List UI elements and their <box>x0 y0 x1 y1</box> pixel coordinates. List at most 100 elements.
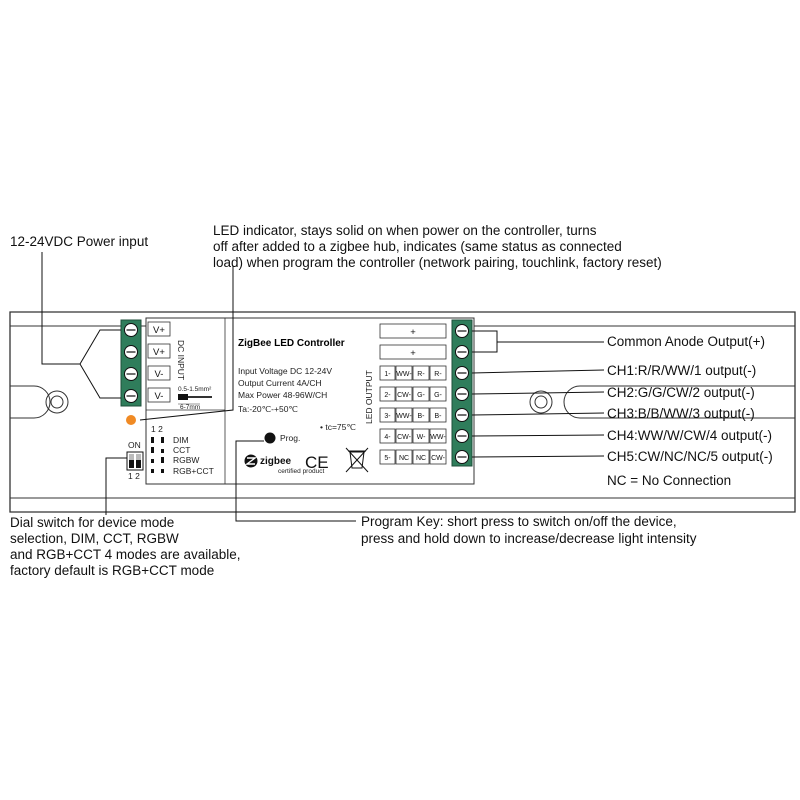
output-cell-ch1-col2: WW- <box>396 371 412 378</box>
mode-switch-symbols <box>151 437 164 473</box>
output-cell-frame <box>429 386 447 402</box>
ch3-annotation: CH3:B/B/WW/3 output(-) <box>607 406 755 421</box>
output-cell-frame <box>429 365 447 381</box>
input-terminal-labels: V+ V+ V- V- <box>147 321 171 403</box>
output-cell-ch2-col1: 2- <box>384 392 391 399</box>
mode-rgb-cct: RGB+CCT <box>173 466 214 476</box>
led-indicator <box>126 415 136 425</box>
output-plus-2: + <box>410 348 416 359</box>
tc-rating: • tc=75℃ <box>320 422 356 432</box>
input-terminal-block <box>120 319 142 407</box>
output-cell-frame <box>412 407 430 423</box>
wire-strip-icon <box>178 394 212 405</box>
output-cell-frame <box>412 365 430 381</box>
input-terminal-v-minus-2: V- <box>155 391 164 402</box>
input-terminal-v-plus-2: V+ <box>153 347 165 358</box>
output-cell-frame <box>379 428 396 444</box>
output-cell-frame <box>379 386 396 402</box>
output-cell-ch1-col3: R- <box>417 371 425 378</box>
input-terminal-v-minus-1: V- <box>155 369 164 380</box>
dial-switch-annotation-line1: Dial switch for device mode <box>10 515 174 530</box>
output-cell-ch1-col4: R- <box>434 371 442 378</box>
dc-input-label: DC INPUT <box>176 340 186 380</box>
dial-switch-annotation-line4: factory default is RGB+CCT mode <box>10 563 214 578</box>
output-cell-ch3-col3: B- <box>418 413 426 420</box>
dip-numbers: 1 2 <box>128 471 140 481</box>
dip-on-label: ON <box>128 440 141 450</box>
output-cell-ch5-col1: 5- <box>384 455 391 462</box>
led-output-label: LED OUTPUT <box>364 370 374 424</box>
output-plus-1: + <box>410 327 416 338</box>
output-cell-ch5-col2: NC <box>399 455 409 462</box>
nc-note: NC = No Connection <box>607 473 731 488</box>
output-cell-ch3-col1: 3- <box>384 413 391 420</box>
left-mount-hole <box>10 385 69 419</box>
output-cell-frame <box>395 449 413 465</box>
common-anode-annotation: Common Anode Output(+) <box>607 334 765 349</box>
strip-length-label: 6-7mm <box>180 404 200 411</box>
program-key-annotation-line2: press and hold down to increase/decrease… <box>361 531 697 546</box>
spec-output-current: Output Current 4A/CH <box>238 378 322 388</box>
output-cell-ch5-col4: CW- <box>431 455 446 462</box>
spec-max-power: Max Power 48-96W/CH <box>238 390 327 400</box>
output-cell-frame <box>429 428 447 444</box>
prog-label: Prog. <box>280 433 300 443</box>
mode-rgbw: RGBW <box>173 455 199 465</box>
output-cell-ch4-col2: CW- <box>397 434 412 441</box>
ch5-annotation: CH5:CW/NC/NC/5 output(-) <box>607 449 773 464</box>
mode-cct: CCT <box>173 445 190 455</box>
output-cell-frame <box>395 428 413 444</box>
dial-switch-annotation-line3: and RGB+CCT 4 modes are available, <box>10 547 241 562</box>
led-indicator-annotation-line1: LED indicator, stays solid on when power… <box>213 223 597 238</box>
output-cell-ch4-col3: W- <box>417 434 426 441</box>
dip-switch[interactable] <box>126 451 144 471</box>
power-input-annotation: 12-24VDC Power input <box>10 234 148 249</box>
output-cell-frame <box>429 407 447 423</box>
leader-lines <box>41 252 605 522</box>
ch2-annotation: CH2:G/G/CW/2 output(-) <box>607 385 755 400</box>
led-indicator-annotation-line3: load) when program the controller (netwo… <box>213 255 662 270</box>
output-cell-frame <box>395 386 413 402</box>
led-indicator-annotation-line2: off after added to a zigbee hub, indicat… <box>213 239 622 254</box>
weee-bin-icon <box>345 447 369 473</box>
output-plus-boxes: + + <box>379 323 447 360</box>
program-key-button[interactable] <box>264 432 276 444</box>
output-cell-frame <box>379 365 396 381</box>
zigbee-logo <box>244 454 258 468</box>
output-cell-ch2-col4: G- <box>434 392 442 399</box>
output-terminal-block <box>451 319 473 467</box>
output-cell-frame <box>395 407 413 423</box>
output-cell-ch1-col1: 1- <box>384 371 391 378</box>
ch1-annotation: CH1:R/R/WW/1 output(-) <box>607 363 756 378</box>
ch4-annotation: CH4:WW/W/CW/4 output(-) <box>607 428 772 443</box>
output-cell-ch4-col4: WW- <box>430 434 446 441</box>
output-cell-frame <box>379 407 396 423</box>
output-cell-frame <box>412 449 430 465</box>
output-cell-ch4-col1: 4- <box>384 434 391 441</box>
output-cell-frame <box>412 428 430 444</box>
ce-mark: CE <box>305 453 329 472</box>
output-cell-ch5-col3: NC <box>416 455 426 462</box>
output-cell-frame <box>412 386 430 402</box>
zigbee-label: zigbee <box>260 456 292 467</box>
spec-temperature: Ta:-20℃-+50℃ <box>238 404 298 414</box>
output-cell-frame <box>429 449 447 465</box>
output-cell-ch2-col2: CW- <box>397 392 412 399</box>
input-terminal-v-plus-1: V+ <box>153 325 165 336</box>
dial-switch-annotation-line2: selection, DIM, CCT, RGBW <box>10 531 179 546</box>
mode-dim: DIM <box>173 435 189 445</box>
output-cell-frame <box>379 449 396 465</box>
output-channel-table: 1- WW- R- R- 2- CW- G- G- 3- WW- B- B- 4- CW- W- WW- 5- N… <box>379 365 447 465</box>
mode-header: 1 2 <box>151 424 163 434</box>
output-cell-ch3-col2: WW- <box>396 413 412 420</box>
wire-spec-label: 0.5-1.5mm² <box>178 386 212 393</box>
spec-input-voltage: Input Voltage DC 12-24V <box>238 366 332 376</box>
program-key-annotation-line1: Program Key: short press to switch on/of… <box>361 514 677 529</box>
output-cell-ch3-col4: B- <box>435 413 443 420</box>
device-title: ZigBee LED Controller <box>238 338 345 349</box>
zigbee-certified: certified product <box>278 468 324 475</box>
output-cell-ch2-col3: G- <box>417 392 425 399</box>
output-cell-frame <box>395 365 413 381</box>
right-mount-hole <box>529 385 795 419</box>
